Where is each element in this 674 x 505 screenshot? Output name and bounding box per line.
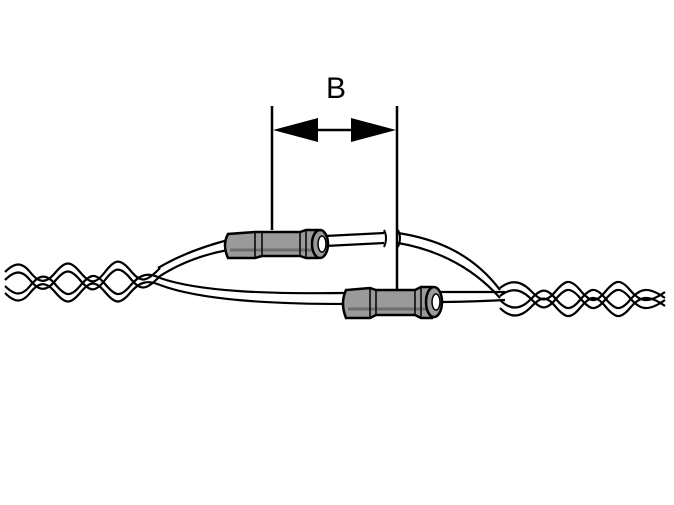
twisted-pair-right xyxy=(499,280,666,318)
dimension-b: B xyxy=(270,72,399,292)
upper-wire xyxy=(157,231,501,299)
wire-break-mark xyxy=(383,229,401,248)
arrowhead-left xyxy=(273,118,318,142)
lower-splice-sleeve xyxy=(341,285,444,320)
upper-splice-sleeve xyxy=(223,228,330,260)
arrowhead-right xyxy=(351,118,396,142)
dimension-label: B xyxy=(326,72,346,105)
twisted-pair-left xyxy=(4,260,161,303)
lower-wire xyxy=(159,276,506,306)
